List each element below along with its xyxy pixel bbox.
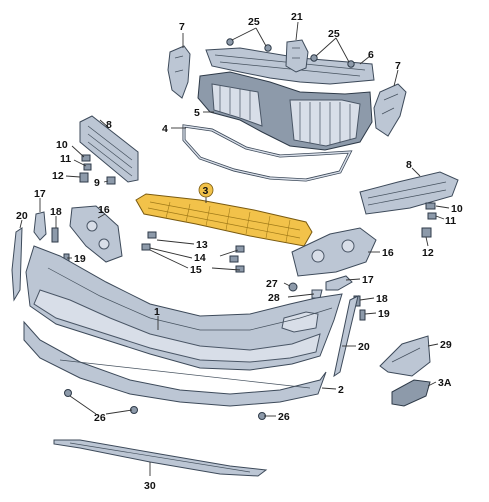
label-10-left: 10 — [56, 139, 68, 151]
clip-parts-13-15 — [141, 231, 245, 273]
bracket-part-21 — [285, 39, 309, 73]
label-7-right: 7 — [395, 60, 401, 72]
trim-part-29 — [379, 335, 431, 377]
bracket-part-16-left — [69, 205, 123, 263]
label-20-right: 20 — [358, 341, 370, 353]
label-8-left: 8 — [106, 119, 112, 131]
side-parts-right — [288, 275, 366, 378]
label-26-right: 26 — [278, 411, 290, 423]
label-11-right: 11 — [445, 215, 456, 227]
label-18-right: 18 — [376, 293, 388, 305]
absorber-part-3-highlighted — [135, 193, 313, 247]
label-16-left: 16 — [98, 204, 110, 216]
side-grille-part-8-left — [79, 115, 139, 183]
label-2: 2 — [338, 384, 344, 396]
label-25-right: 25 — [328, 28, 340, 40]
clip-parts-left — [79, 154, 116, 185]
label-7-left: 7 — [179, 21, 185, 33]
trim-part-3A — [391, 379, 431, 407]
bracket-part-16-right — [291, 227, 377, 277]
label-12-right: 12 — [422, 247, 434, 259]
label-3: 3 — [203, 185, 209, 197]
bumper-cover-part-1 — [25, 245, 343, 371]
label-17-left: 17 — [34, 188, 46, 200]
label-14: 14 — [194, 252, 206, 264]
leader-lines — [19, 21, 450, 476]
screw-part-25 — [226, 38, 355, 68]
label-19-right: 19 — [378, 308, 390, 320]
label-26-left: 26 — [94, 412, 106, 424]
label-15: 15 — [190, 264, 202, 276]
label-12-left: 12 — [52, 170, 64, 182]
bottom-grille-part-30 — [53, 439, 268, 477]
part-number-labels: 7 25 21 25 6 7 5 4 8 10 11 12 9 8 10 11 … — [16, 11, 463, 492]
label-19-left: 19 — [74, 253, 86, 265]
label-27: 27 — [266, 278, 278, 290]
side-grille-part-8-right — [359, 171, 459, 215]
grille-part-5 — [197, 71, 373, 151]
label-11-left: 11 — [60, 153, 71, 165]
screw-part-26 — [64, 389, 266, 420]
label-10-right: 10 — [451, 203, 463, 215]
label-9: 9 — [94, 177, 100, 189]
label-3A: 3A — [438, 377, 452, 389]
label-28: 28 — [268, 292, 280, 304]
label-13: 13 — [196, 239, 208, 251]
label-5: 5 — [194, 107, 200, 119]
lower-lip-part-2 — [23, 320, 327, 407]
label-20-left: 20 — [16, 210, 28, 222]
label-1: 1 — [154, 306, 160, 318]
frame-part-4 — [182, 124, 353, 182]
label-16-right: 16 — [382, 247, 394, 259]
label-8-right: 8 — [406, 159, 412, 171]
label-18-left: 18 — [50, 206, 62, 218]
label-6: 6 — [368, 49, 374, 61]
label-17-right: 17 — [362, 274, 374, 286]
label-21: 21 — [291, 11, 303, 23]
bracket-part-7-left — [167, 45, 191, 99]
label-3-highlight-circle — [198, 182, 214, 198]
clip-parts-right — [421, 202, 437, 238]
label-29: 29 — [440, 339, 452, 351]
label-4: 4 — [162, 123, 168, 135]
bracket-part-7-right — [373, 83, 407, 137]
side-parts-left — [11, 211, 70, 302]
label-25-left: 25 — [248, 16, 260, 28]
label-30: 30 — [144, 480, 156, 492]
